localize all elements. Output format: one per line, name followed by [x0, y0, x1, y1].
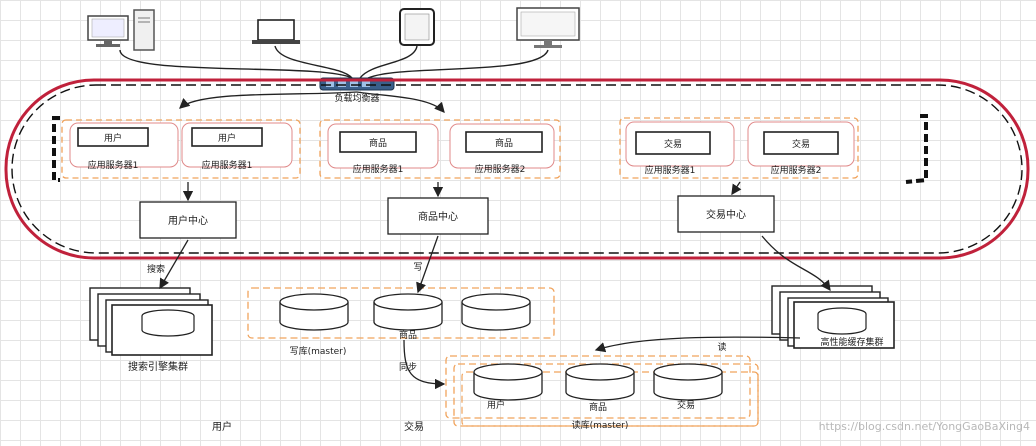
- search-edge-label: 搜索: [147, 263, 165, 275]
- read-db-item-label: 用户: [487, 399, 505, 411]
- application-tier-boundary: [4, 78, 1030, 260]
- server-box-label: 商品: [369, 137, 387, 149]
- server-box-label: 商品: [495, 137, 513, 149]
- database-icon: [373, 293, 443, 331]
- server-box: [465, 131, 543, 153]
- read-db-item-label: 商品: [589, 401, 607, 413]
- lb-to-servers: [179, 91, 445, 113]
- search-engine-cluster: 搜索引擎集群: [89, 287, 213, 373]
- read-db-label: 读库(master): [572, 419, 629, 431]
- server-label: 应用服务器1: [645, 164, 696, 176]
- server-box-label: 用户: [104, 132, 122, 144]
- write-edge-label: 写: [413, 262, 422, 273]
- trade-center: [677, 195, 775, 233]
- read-db-cluster: 用户 商品 交易 读库(master): [445, 355, 759, 431]
- write-db-item-label: 商品: [399, 329, 417, 341]
- server-box: [77, 127, 149, 147]
- trade-center-label: 交易中心: [706, 208, 746, 221]
- database-icon: [653, 363, 723, 401]
- goods-center: [387, 197, 489, 235]
- sync-edge-label: 同步: [399, 362, 417, 373]
- tablet-icon: [399, 8, 435, 46]
- server-box: [191, 127, 263, 147]
- laptop-icon: [252, 19, 300, 44]
- server-box-label: 交易: [664, 138, 682, 150]
- server-label: 应用服务器2: [771, 164, 822, 176]
- read-db-item-label: 交易: [677, 399, 695, 411]
- server-label: 应用服务器1: [353, 163, 404, 175]
- watermark: https://blog.csdn.net/YongGaoBaXing4: [819, 420, 1030, 433]
- server-label: 应用服务器2: [475, 163, 526, 175]
- tier-brackets: [52, 114, 928, 184]
- database-icon: [279, 293, 349, 331]
- server-label: 应用服务器1: [202, 159, 253, 171]
- group-user: 用户 应用服务器1 用户 应用服务器1 用户中心: [61, 119, 301, 239]
- write-db-label: 写库(master): [290, 345, 347, 357]
- write-edge: 写: [413, 235, 439, 294]
- bottom-label: 交易: [404, 420, 424, 433]
- server-box: [763, 131, 839, 155]
- read-edge: 读: [594, 336, 801, 353]
- sync-edge: 同步: [399, 339, 446, 390]
- database-icon: [473, 363, 543, 401]
- trade-to-cache-edge: [761, 235, 831, 292]
- bottom-label: 用户: [212, 420, 232, 433]
- server-box-label: 交易: [792, 138, 810, 150]
- group-trade: 交易 应用服务器1 交易 应用服务器2 交易中心: [619, 117, 859, 233]
- read-edge-label: 读: [717, 341, 726, 353]
- database-icon: [565, 363, 635, 401]
- load-balancer: 负载均衡器: [319, 77, 395, 104]
- user-center: [139, 201, 237, 239]
- server-box: [635, 131, 711, 155]
- search-cluster-label: 搜索引擎集群: [128, 360, 188, 373]
- server-label: 应用服务器1: [88, 159, 139, 171]
- load-balancer-label: 负载均衡器: [334, 92, 379, 104]
- user-center-label: 用户中心: [168, 214, 208, 227]
- goods-center-label: 商品中心: [418, 210, 458, 223]
- monitor-icon: [516, 7, 580, 48]
- server-box-label: 用户: [218, 132, 236, 144]
- cache-cluster: 高性能缓存集群: [771, 285, 895, 349]
- cache-cluster-label: 高性能缓存集群: [820, 336, 883, 348]
- group-goods: 商品 应用服务器1 商品 应用服务器2 商品中心: [319, 119, 561, 235]
- write-db-cluster: 商品 写库(master): [247, 287, 555, 357]
- search-edge: 搜索: [147, 239, 189, 290]
- database-icon: [461, 293, 531, 331]
- server-to-center-arrows: [182, 181, 742, 202]
- server-box: [339, 131, 417, 153]
- client-connections: [119, 45, 549, 79]
- desktop-computer-icon: [87, 9, 155, 51]
